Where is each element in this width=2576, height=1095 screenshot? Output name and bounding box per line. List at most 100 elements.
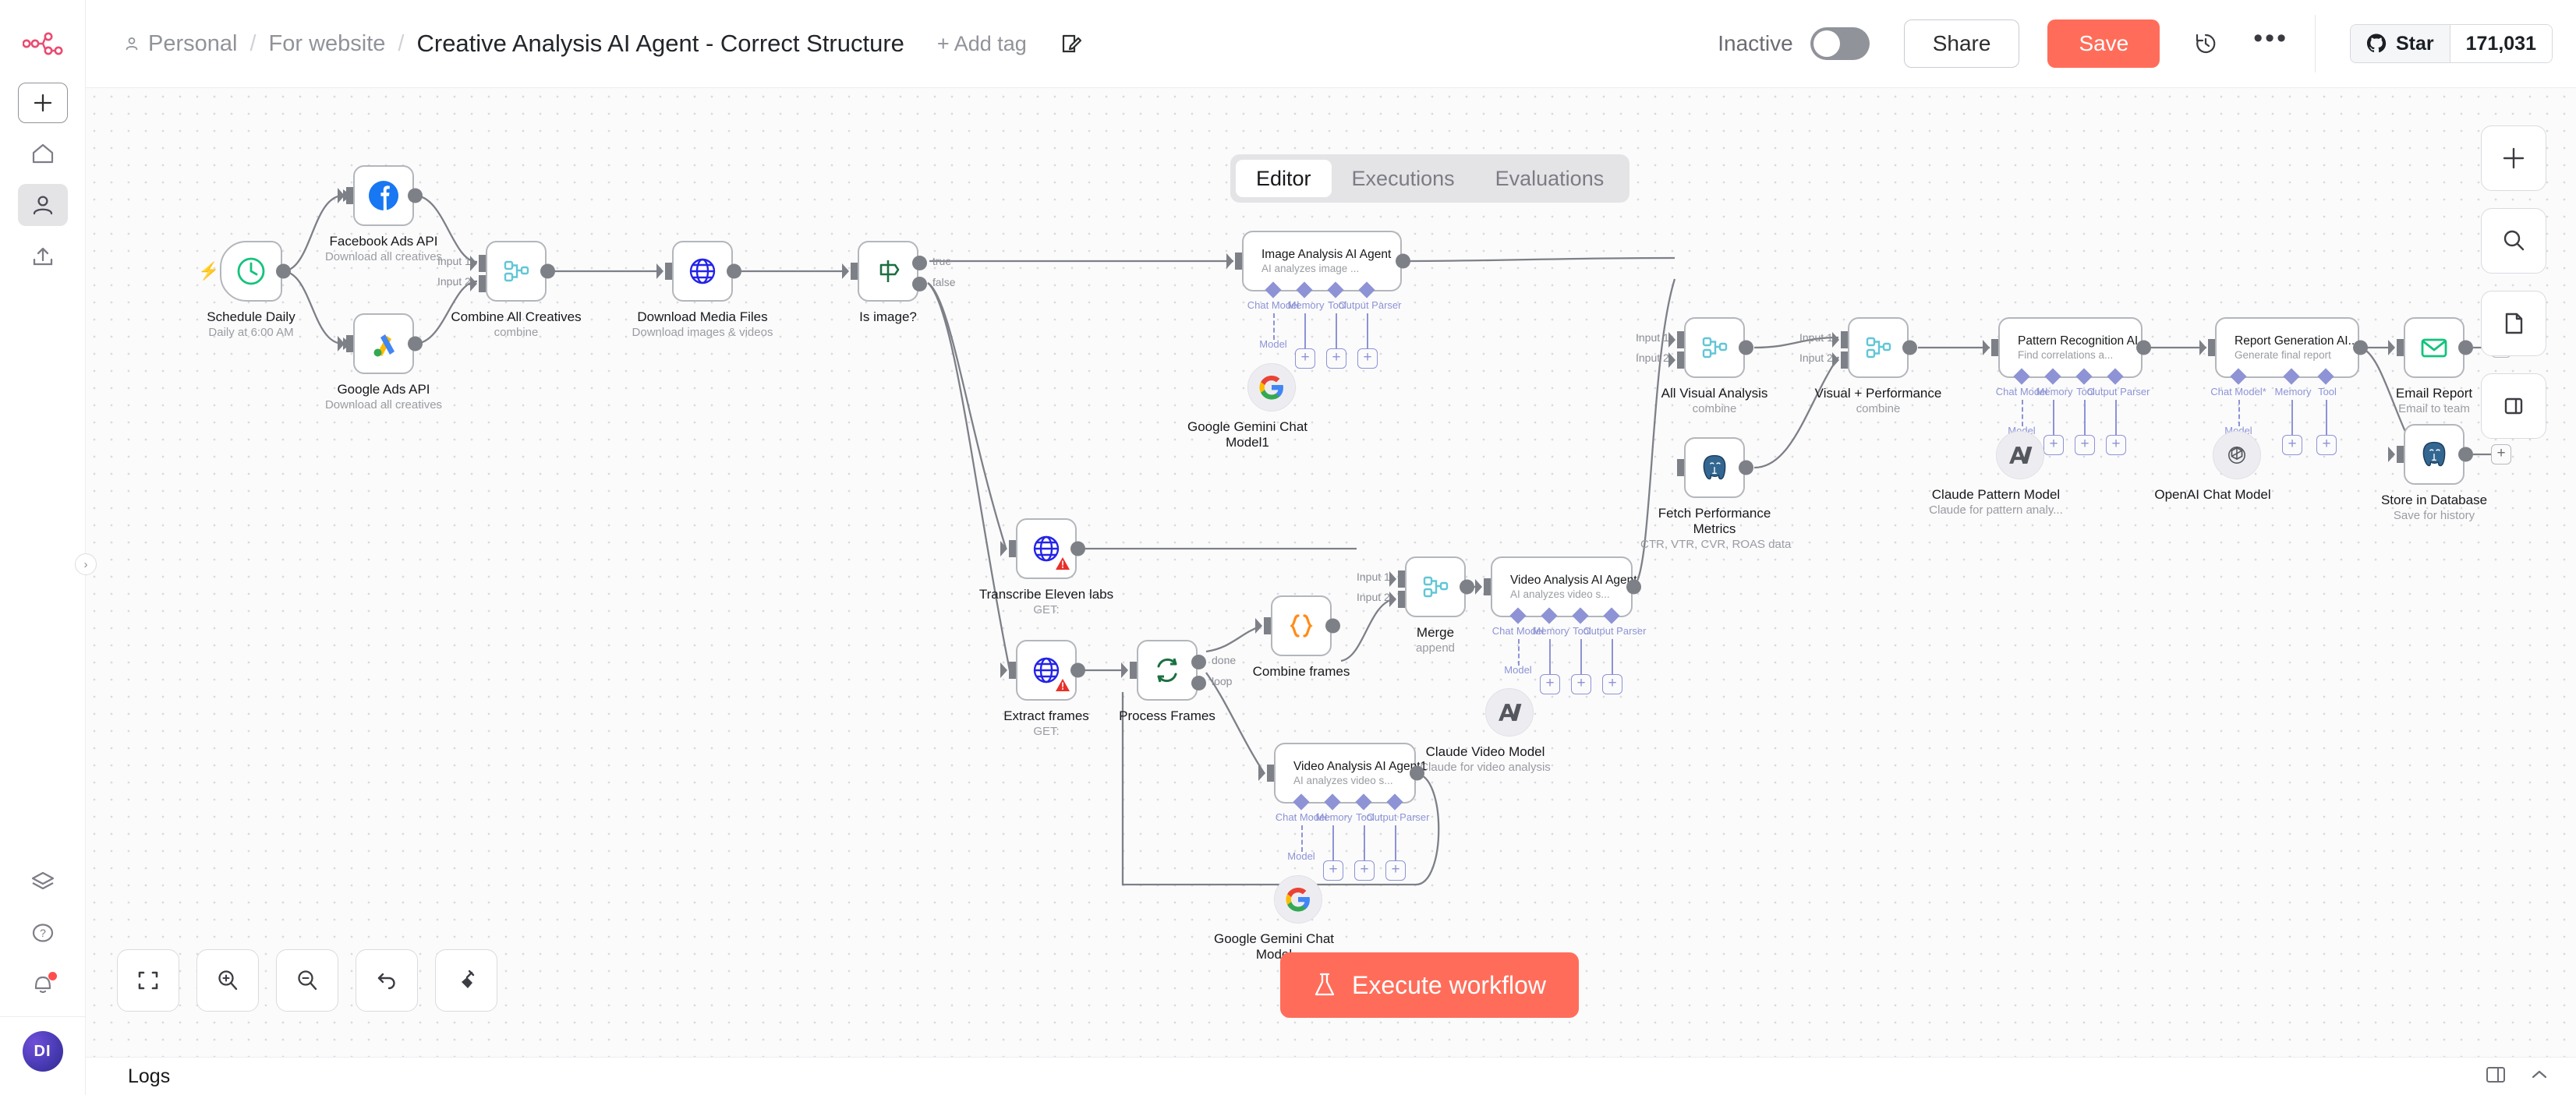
sidebar-item-notifications[interactable] xyxy=(18,963,68,1005)
add-tool-button[interactable]: + xyxy=(1354,860,1375,881)
output-port-loop[interactable] xyxy=(1191,676,1206,691)
breadcrumb-project[interactable]: For website xyxy=(268,30,386,56)
node-download-media-files[interactable]: Download Media Files Download images & v… xyxy=(632,241,773,339)
output-port[interactable] xyxy=(408,188,423,203)
input-port-1[interactable] xyxy=(1668,331,1684,348)
create-workflow-button[interactable] xyxy=(17,83,68,123)
sidebar-item-templates[interactable] xyxy=(18,860,68,902)
node-box[interactable] xyxy=(470,241,555,302)
output-port-done[interactable] xyxy=(1191,655,1206,669)
search-nodes-button[interactable] xyxy=(2481,208,2546,274)
zoom-in-button[interactable] xyxy=(196,949,259,1012)
node-box[interactable] xyxy=(2388,317,2473,378)
add-node-button[interactable] xyxy=(2481,125,2546,191)
model-circle[interactable] xyxy=(1247,363,1296,412)
output-port[interactable] xyxy=(2458,447,2473,462)
output-port-false[interactable] xyxy=(912,277,927,291)
input-port-1[interactable] xyxy=(470,255,486,272)
input-port[interactable] xyxy=(1255,617,1271,634)
input-port-2[interactable] xyxy=(470,275,486,292)
output-port[interactable] xyxy=(1902,340,1917,355)
add-memory-button[interactable]: + xyxy=(2043,435,2064,455)
output-port[interactable] xyxy=(276,263,291,279)
output-port[interactable] xyxy=(1739,340,1753,355)
node-merge[interactable]: Input 1 Input 2 Merge append xyxy=(1357,556,1474,655)
model-circle[interactable] xyxy=(2213,431,2261,479)
model-circle[interactable] xyxy=(1996,431,2044,479)
toggle-panel-button[interactable] xyxy=(2481,373,2546,439)
model-circle[interactable] xyxy=(1274,875,1322,924)
output-port[interactable] xyxy=(1070,662,1085,678)
sidebar-item-help[interactable]: ? xyxy=(18,912,68,954)
node-box[interactable] xyxy=(1389,556,1474,617)
node-box[interactable]: Video Analysis AI Agent AI analyzes vide… xyxy=(1475,556,1646,694)
github-star-button[interactable]: Star xyxy=(2350,25,2450,62)
input-port[interactable] xyxy=(338,335,353,352)
node-visual-plus-performance[interactable]: Input 1 Input 2 Visual + Performance com… xyxy=(1799,317,1941,415)
node-box[interactable]: Report Generation AI... Generate final r… xyxy=(2199,317,2368,455)
user-avatar[interactable]: DI xyxy=(22,1031,63,1072)
logs-bar[interactable]: Logs xyxy=(86,1057,2576,1095)
add-memory-button[interactable]: + xyxy=(1323,860,1343,881)
input-port[interactable] xyxy=(1983,339,1998,356)
output-port-true[interactable] xyxy=(912,256,927,270)
add-memory-button[interactable]: + xyxy=(2282,435,2302,455)
node-box[interactable]: ⚡ xyxy=(198,241,291,302)
node-all-visual-analysis[interactable]: Input 1 Input 2 All Visual Analysis comb… xyxy=(1636,317,1767,415)
node-box[interactable]: Pattern Recognition AI... Find correlati… xyxy=(1983,317,2151,455)
node-is-image[interactable]: true false Is image? xyxy=(842,241,956,324)
node-box[interactable] xyxy=(1255,595,1340,656)
input-port[interactable] xyxy=(2388,339,2404,356)
memory-diamond-icon[interactable] xyxy=(1541,607,1558,624)
input-port[interactable] xyxy=(2388,446,2404,463)
input-port[interactable] xyxy=(1475,578,1491,595)
input-port[interactable] xyxy=(2199,339,2215,356)
workflow-canvas[interactable]: Editor Executions Evaluations ⚡ Schedule… xyxy=(86,88,2576,1057)
output-port[interactable] xyxy=(2353,340,2368,355)
chevron-up-icon[interactable] xyxy=(2529,1066,2549,1087)
add-tool-button[interactable]: + xyxy=(1571,674,1591,694)
add-tool-button[interactable]: + xyxy=(2316,435,2337,455)
model-circle[interactable] xyxy=(1485,688,1534,736)
output-port[interactable] xyxy=(1070,541,1085,556)
node-schedule-daily[interactable]: ⚡ Schedule Daily Daily at 6:00 AM xyxy=(198,241,295,339)
logs-layout-icon[interactable] xyxy=(2486,1065,2506,1088)
chat-model-diamond-icon[interactable] xyxy=(1509,607,1527,624)
node-box[interactable] xyxy=(1000,640,1085,701)
breadcrumb-personal[interactable]: Personal xyxy=(123,31,237,57)
add-memory-button[interactable]: + xyxy=(1295,348,1315,369)
output-port[interactable] xyxy=(727,263,741,279)
zoom-to-fit-button[interactable] xyxy=(117,949,179,1012)
output-port[interactable] xyxy=(540,263,555,279)
output-port[interactable] xyxy=(2136,340,2151,355)
add-output-parser-button[interactable]: + xyxy=(1602,674,1622,694)
tool-diamond-icon[interactable] xyxy=(2317,368,2334,385)
input-port[interactable] xyxy=(656,263,672,280)
node-box[interactable] xyxy=(1121,640,1206,701)
node-facebook-ads-api[interactable]: Facebook Ads API Download all creatives xyxy=(325,165,442,263)
page-title[interactable]: Creative Analysis AI Agent - Correct Str… xyxy=(416,30,904,57)
tool-diamond-icon[interactable] xyxy=(1572,607,1589,624)
node-box[interactable] xyxy=(2388,424,2473,485)
node-video-analysis-ai-agent[interactable]: Video Analysis AI Agent AI analyzes vide… xyxy=(1475,556,1646,694)
node-process-frames[interactable]: done loop Process Frames xyxy=(1119,640,1236,723)
add-output-parser-button[interactable]: + xyxy=(1357,348,1378,369)
node-box[interactable]: Video Analysis AI Agent1 AI analyzes vid… xyxy=(1258,743,1429,881)
collapse-sidebar-handle[interactable]: › xyxy=(75,553,97,575)
node-transcribe-eleven-labs[interactable]: Transcribe Eleven labs GET: xyxy=(979,518,1113,616)
chat-model-diamond-icon[interactable] xyxy=(1265,281,1282,298)
zoom-out-button[interactable] xyxy=(276,949,338,1012)
input-port[interactable] xyxy=(1258,765,1274,782)
add-node-after-db-button[interactable]: + xyxy=(2491,444,2511,464)
node-box[interactable] xyxy=(1668,317,1753,378)
node-box[interactable] xyxy=(1677,437,1753,498)
tool-diamond-icon[interactable] xyxy=(1327,281,1344,298)
output-port[interactable] xyxy=(1325,618,1340,634)
output-port[interactable] xyxy=(1626,579,1641,595)
add-output-parser-button[interactable]: + xyxy=(1385,860,1406,881)
output-port[interactable] xyxy=(408,336,423,351)
tool-diamond-icon[interactable] xyxy=(2075,368,2093,385)
output-port[interactable] xyxy=(2458,340,2473,355)
output-parser-diamond-icon[interactable] xyxy=(1603,607,1620,624)
node-report-generation-ai-agent[interactable]: Report Generation AI... Generate final r… xyxy=(2199,317,2368,455)
